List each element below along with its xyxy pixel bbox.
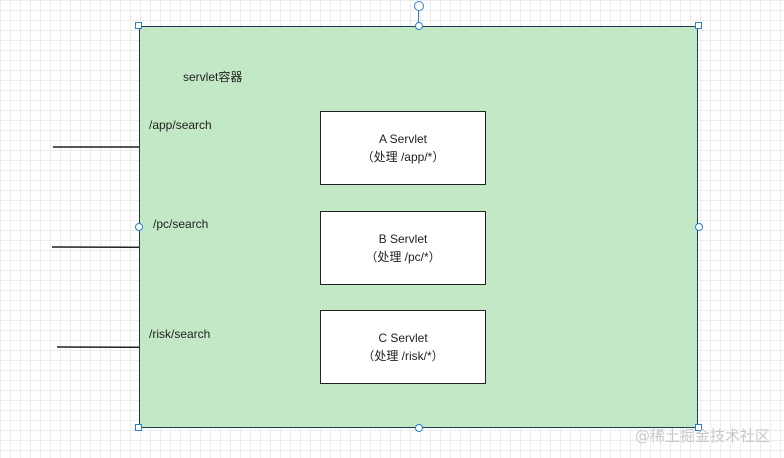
servlet-name: B Servlet — [378, 232, 428, 246]
resize-handle-bottom[interactable] — [415, 424, 423, 432]
route-path-pc: /pc/search — [153, 217, 209, 231]
container-label: servlet容器 — [183, 70, 243, 84]
servlet-mapping: （处理 /pc/*） — [365, 250, 441, 264]
rotate-handle-stem — [418, 11, 419, 23]
watermark: @稀土掘金技术社区 — [634, 427, 770, 445]
servlet-box-a[interactable]: A Servlet （处理 /app/*） — [320, 111, 486, 185]
resize-handle-bottom-right[interactable] — [695, 424, 702, 431]
resize-handle-bottom-left[interactable] — [135, 424, 142, 431]
resize-handle-top-right[interactable] — [695, 22, 702, 29]
resize-handle-top[interactable] — [415, 22, 423, 30]
route-path-risk: /risk/search — [149, 327, 211, 341]
resize-handle-right[interactable] — [695, 223, 703, 231]
servlet-box-c[interactable]: C Servlet （处理 /risk/*） — [320, 310, 486, 384]
resize-handle-left[interactable] — [135, 223, 143, 231]
servlet-name: C Servlet — [378, 331, 428, 345]
servlet-mapping: （处理 /risk/*） — [362, 349, 444, 363]
rotate-handle[interactable] — [414, 1, 424, 11]
servlet-name: A Servlet — [378, 132, 428, 146]
servlet-mapping: （处理 /app/*） — [361, 150, 445, 164]
servlet-box-b[interactable]: B Servlet （处理 /pc/*） — [320, 211, 486, 285]
resize-handle-top-left[interactable] — [135, 22, 142, 29]
route-path-app: /app/search — [149, 118, 212, 132]
